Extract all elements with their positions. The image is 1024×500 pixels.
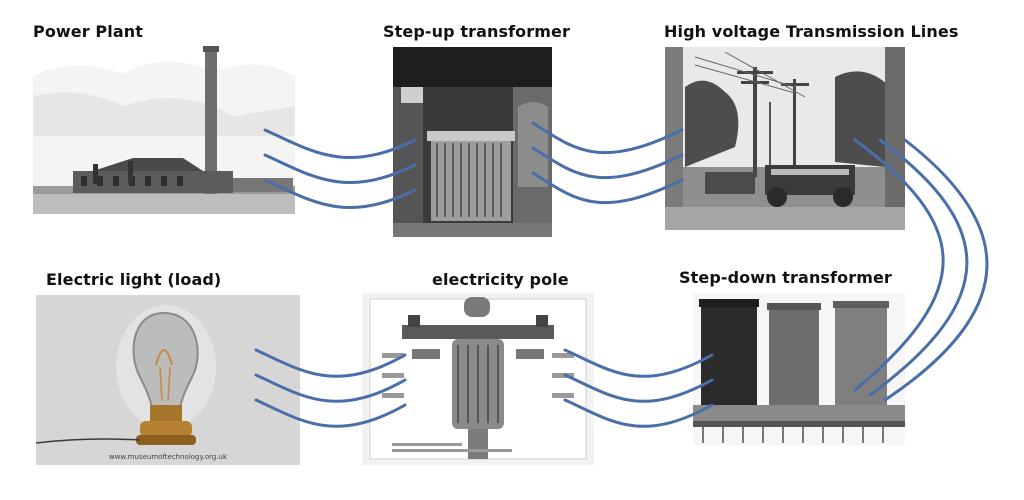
label-step-down-transformer: Step-down transformer	[679, 268, 892, 287]
power-plant-photo	[33, 46, 295, 214]
step-up-transformer-photo	[393, 47, 552, 237]
step-down-transformer-photo	[693, 293, 905, 445]
wire-stepup-to-transmission-1	[531, 121, 684, 155]
wire-stepup-to-transmission-2	[531, 146, 684, 180]
electricity-pole-photo	[362, 293, 594, 465]
label-electricity-pole: electricity pole	[432, 270, 569, 289]
watermark-text: www.museumoftechnology.org.uk	[109, 453, 228, 461]
transmission-lines-photo	[665, 47, 905, 230]
electric-light-photo: www.museumoftechnology.org.uk	[36, 295, 300, 465]
label-power-plant: Power Plant	[33, 22, 143, 41]
wire-stepup-to-transmission-3	[531, 171, 684, 205]
label-transmission-lines: High voltage Transmission Lines	[664, 22, 959, 41]
label-electric-light: Electric light (load)	[46, 270, 222, 289]
label-step-up-transformer: Step-up transformer	[383, 22, 570, 41]
